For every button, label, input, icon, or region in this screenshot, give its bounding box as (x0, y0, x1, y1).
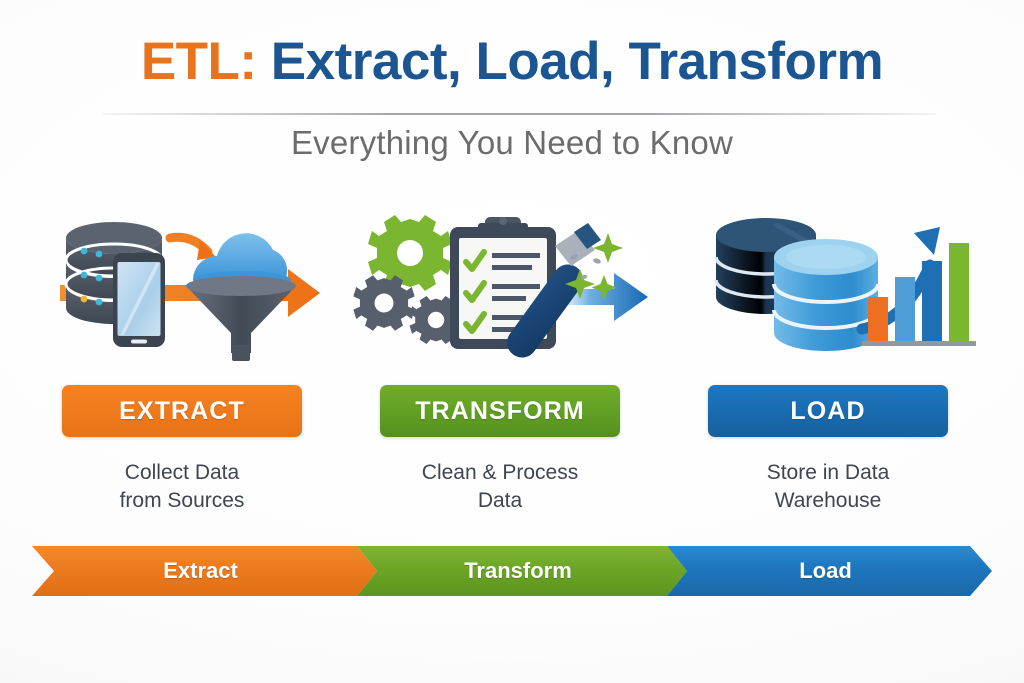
stage-description-transform: Clean & Process Data (421, 461, 579, 512)
title-accent-text: ETL: (140, 32, 257, 91)
sparkle-icon (565, 233, 623, 300)
bar-chart-icon (862, 243, 976, 346)
stage-column-extract: EXTRACT Collect Data from Sources (62, 385, 302, 514)
page-title: ETL: Extract, Load, Transform (0, 34, 1024, 90)
title-main-text: Extract, Load, Transform (256, 32, 884, 91)
extract-icon-group (52, 205, 352, 370)
flow-segment-transform[interactable]: Transform (357, 546, 687, 596)
transform-illustration (353, 215, 648, 358)
smartphone-icon (113, 253, 165, 347)
gear-icon (368, 215, 452, 291)
stage-pill-extract[interactable]: EXTRACT (62, 385, 302, 437)
database-cylinder-light-icon (772, 239, 880, 351)
load-icon-group (686, 205, 986, 370)
gear-icon (353, 275, 415, 331)
flow-segment-label: Transform (464, 558, 572, 583)
stage-description-extract: Collect Data from Sources (119, 461, 245, 512)
stage-description-load: Store in Data Warehouse (766, 461, 890, 512)
flow-segment-label: Load (799, 558, 852, 583)
flow-segment-load[interactable]: Load (667, 546, 992, 596)
stage-column-transform: TRANSFORM Clean & Process Data (380, 385, 620, 514)
orange-arrow-icon (60, 269, 320, 317)
page-subtitle: Everything You Need to Know (290, 124, 734, 161)
stage-pill-transform[interactable]: TRANSFORM (380, 385, 620, 437)
curved-arrow-icon (165, 232, 216, 260)
funnel-icon (186, 276, 296, 361)
flow-segment-label: Extract (163, 558, 238, 583)
stage-pill-load[interactable]: LOAD (708, 385, 948, 437)
process-flow-bar: Extract Transform Load (32, 546, 992, 596)
cleaning-brush-icon (507, 223, 601, 358)
title-divider (103, 113, 936, 115)
blue-arrow-icon (542, 273, 648, 321)
transform-icon-group (352, 205, 652, 370)
stage-column-load: LOAD Store in Data Warehouse (708, 385, 948, 514)
title-block: ETL: Extract, Load, Transform (0, 34, 1024, 90)
load-illustration (714, 218, 976, 351)
extract-illustration (60, 222, 320, 361)
gear-icon (409, 296, 463, 344)
flow-segment-extract[interactable]: Extract (32, 546, 377, 596)
